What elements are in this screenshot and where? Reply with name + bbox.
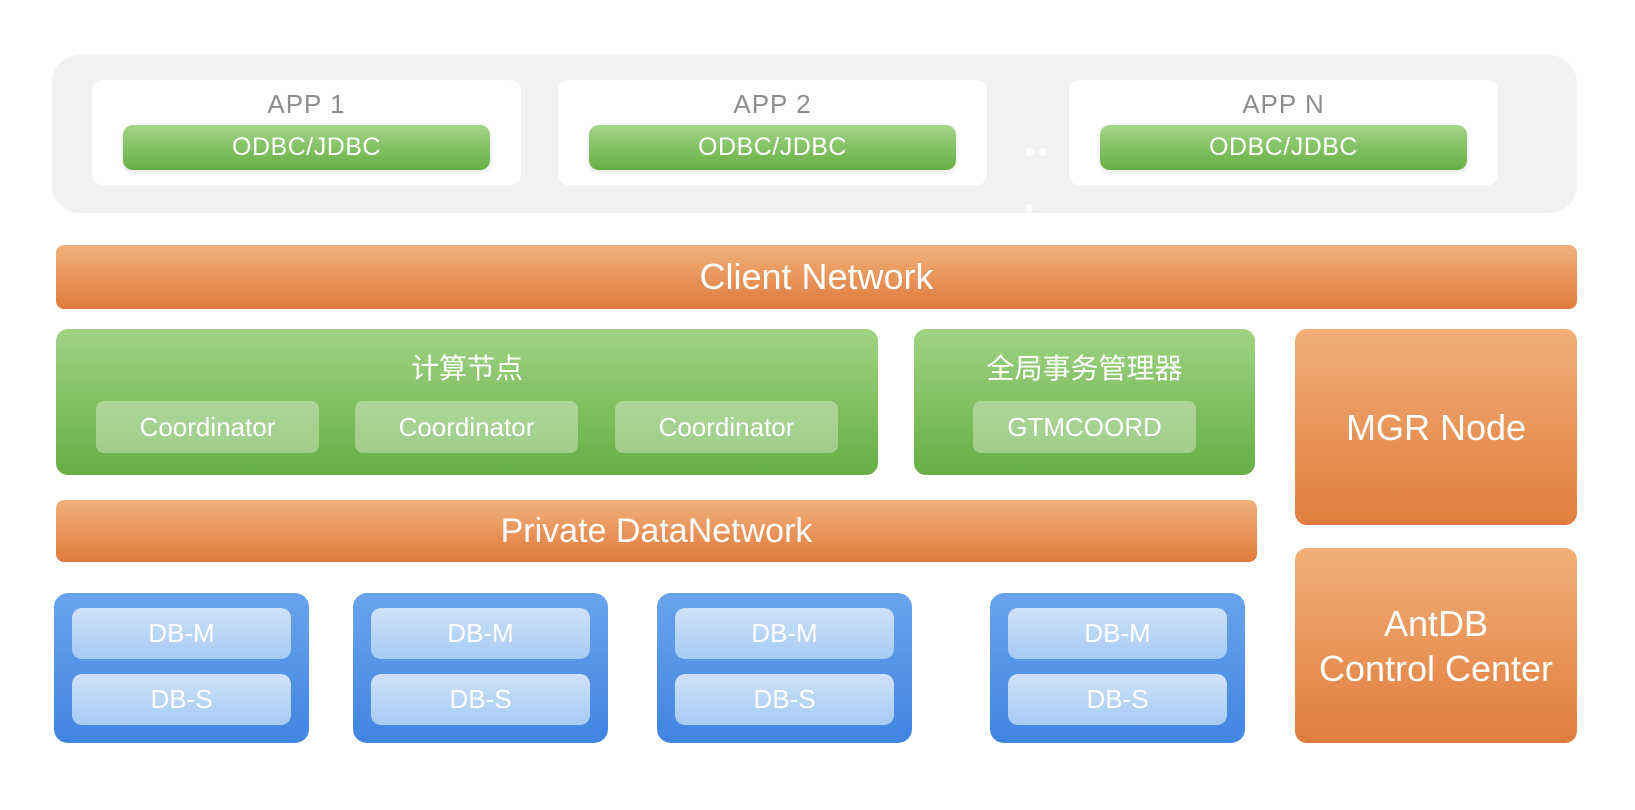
- mgr-node-label: MGR Node: [1345, 406, 1527, 448]
- db-master-node: DB-M: [371, 608, 590, 659]
- app-card-n: APP N ODBC/JDBC: [1069, 80, 1498, 185]
- gtmcoord-node: GTMCOORD: [973, 401, 1196, 453]
- gtm-box: 全局事务管理器 GTMCOORD: [914, 329, 1255, 475]
- db-master-node: DB-M: [675, 608, 894, 659]
- app-card-2: APP 2 ODBC/JDBC: [558, 80, 987, 185]
- coordinator-node-1: Coordinator: [96, 401, 319, 453]
- db-cluster-1: DB-M DB-S: [54, 593, 309, 743]
- db-master-node: DB-M: [72, 608, 291, 659]
- coordinator-node-2: Coordinator: [355, 401, 578, 453]
- app-n-odbc-jdbc-block: ODBC/JDBC: [1100, 125, 1467, 170]
- db-cluster-4: DB-M DB-S: [990, 593, 1245, 743]
- compute-node-title: 计算节点: [410, 353, 523, 384]
- client-network-bar: Client Network: [56, 245, 1577, 309]
- app-card-1: APP 1 ODBC/JDBC: [92, 80, 521, 185]
- control-center-line2: Control Center: [1318, 647, 1554, 689]
- ellipsis-dot: [1039, 148, 1047, 156]
- compute-node-box: 计算节点 Coordinator Coordinator Coordinator: [56, 329, 878, 475]
- app-2-odbc-jdbc-block: ODBC/JDBC: [589, 125, 956, 170]
- ellipsis-dot: [1025, 204, 1033, 212]
- gtm-title: 全局事务管理器: [986, 353, 1183, 384]
- app-2-label: APP 2: [733, 89, 812, 119]
- db-standby-node: DB-S: [1008, 674, 1227, 725]
- db-standby-node: DB-S: [675, 674, 894, 725]
- ellipsis-dot: [1026, 148, 1034, 156]
- coordinator-node-3: Coordinator: [615, 401, 838, 453]
- db-standby-node: DB-S: [371, 674, 590, 725]
- private-datanetwork-bar: Private DataNetwork: [56, 500, 1257, 562]
- db-master-node: DB-M: [1008, 608, 1227, 659]
- mgr-node-box: MGR Node: [1295, 329, 1577, 525]
- db-cluster-3: DB-M DB-S: [657, 593, 912, 743]
- app-1-label: APP 1: [267, 89, 346, 119]
- db-standby-node: DB-S: [72, 674, 291, 725]
- app-1-odbc-jdbc-block: ODBC/JDBC: [123, 125, 490, 170]
- antdb-control-center-box: AntDB Control Center: [1295, 548, 1577, 743]
- app-layer-container: APP 1 ODBC/JDBC APP 2 ODBC/JDBC APP N OD…: [52, 55, 1577, 213]
- app-n-label: APP N: [1242, 89, 1325, 119]
- control-center-line1: AntDB: [1383, 602, 1489, 644]
- db-cluster-2: DB-M DB-S: [353, 593, 608, 743]
